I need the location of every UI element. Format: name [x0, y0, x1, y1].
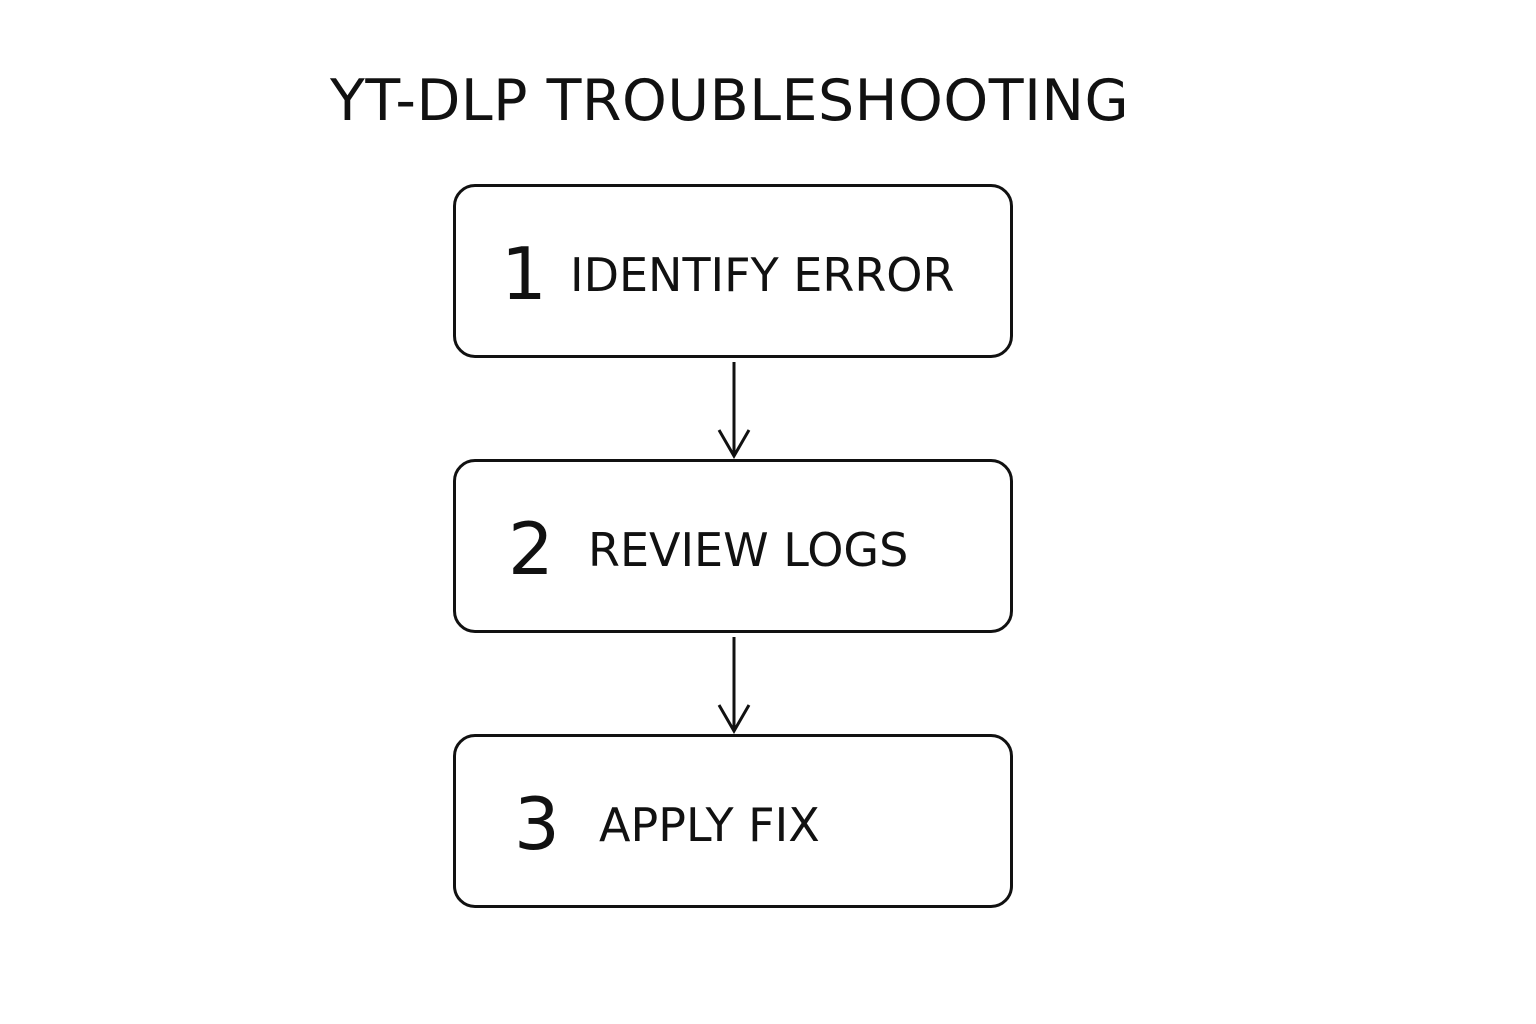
step-box-review-logs: 2 REVIEW LOGS [453, 459, 1013, 633]
step-box-identify-error: 1 IDENTIFY ERROR [453, 184, 1013, 358]
step-label: APPLY FIX [599, 798, 820, 852]
step-label: IDENTIFY ERROR [570, 248, 955, 302]
step-label: REVIEW LOGS [588, 523, 909, 577]
arrow-step2-to-step3 [717, 637, 751, 735]
arrow-head-icon [717, 429, 751, 460]
arrow-head-icon [717, 704, 751, 735]
diagram-title: YT-DLP TROUBLESHOOTING [330, 68, 1130, 134]
step-box-apply-fix: 3 APPLY FIX [453, 734, 1013, 908]
arrow-step1-to-step2 [717, 362, 751, 460]
step-number: 2 [508, 507, 554, 591]
step-number: 3 [514, 782, 560, 866]
step-number: 1 [501, 232, 547, 316]
